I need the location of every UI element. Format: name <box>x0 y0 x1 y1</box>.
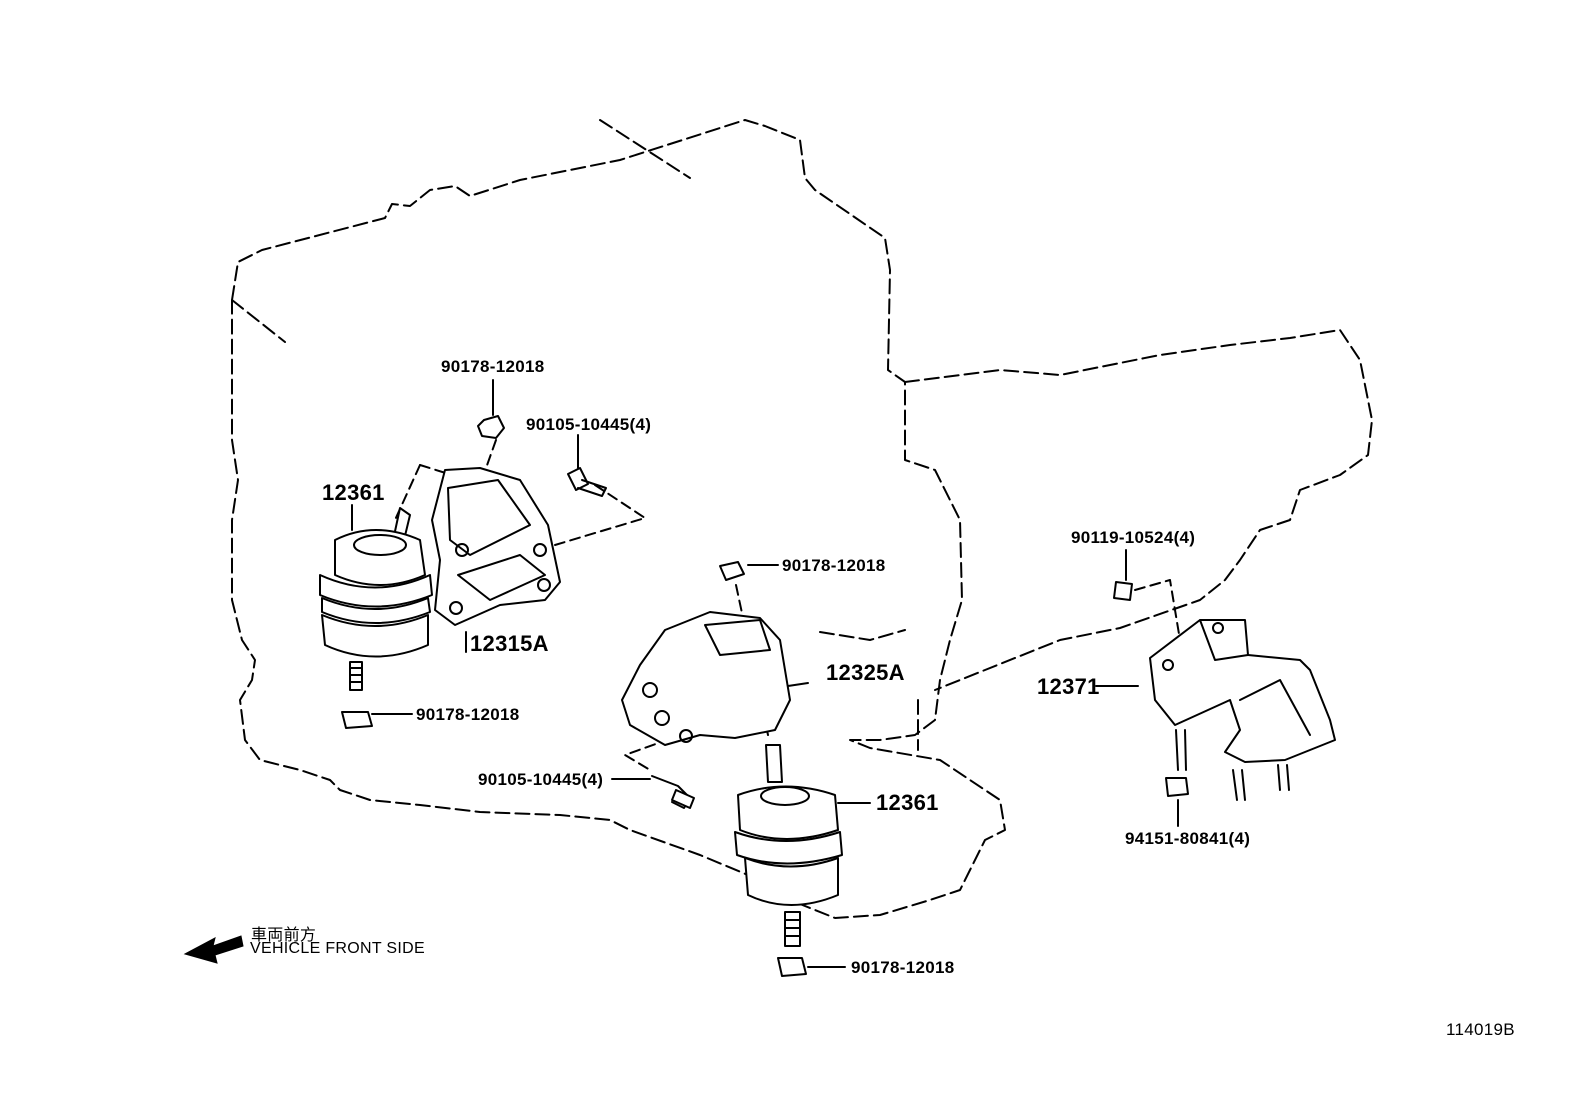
direction-japanese: 車両前方 <box>251 927 317 944</box>
diagram-id: 114019B <box>1446 1020 1515 1039</box>
callout-nut-left-lower: 90178-12018 <box>416 705 520 724</box>
front-arrow-icon <box>183 935 244 964</box>
callout-insulator-center: 12361 <box>876 790 939 815</box>
callout-mount-rear: 12371 <box>1037 674 1100 699</box>
callout-nut-center-bottom: 90178-12018 <box>851 958 955 977</box>
hardware-shapes <box>341 415 1189 977</box>
callout-bolt-rear: 90119-10524(4) <box>1071 528 1196 547</box>
left-bracket-shape <box>431 467 561 653</box>
right-bracket-shape <box>621 611 809 746</box>
center-insulator-shape <box>734 744 843 947</box>
callout-bolt-top-left: 90105-10445(4) <box>526 415 652 434</box>
callout-nut-center-top: 90178-12018 <box>782 556 886 575</box>
callout-nut-rear: 94151-80841(4) <box>1125 829 1251 848</box>
callout-bracket-left: 12315A <box>470 631 549 656</box>
callout-bolt-center: 90105-10445(4) <box>478 770 604 789</box>
rear-mount-shape <box>1095 619 1336 801</box>
callout-nut-top-left: 90178-12018 <box>441 357 545 376</box>
callout-insulator-left: 12361 <box>322 480 385 505</box>
callout-bracket-right: 12325A <box>826 660 905 685</box>
engine-outline <box>231 119 1006 919</box>
direction-english: VEHICLE FRONT SIDE <box>250 940 425 957</box>
transmission-outline <box>904 329 1373 691</box>
leader-lines <box>351 379 1179 968</box>
left-insulator-shape <box>319 507 433 691</box>
